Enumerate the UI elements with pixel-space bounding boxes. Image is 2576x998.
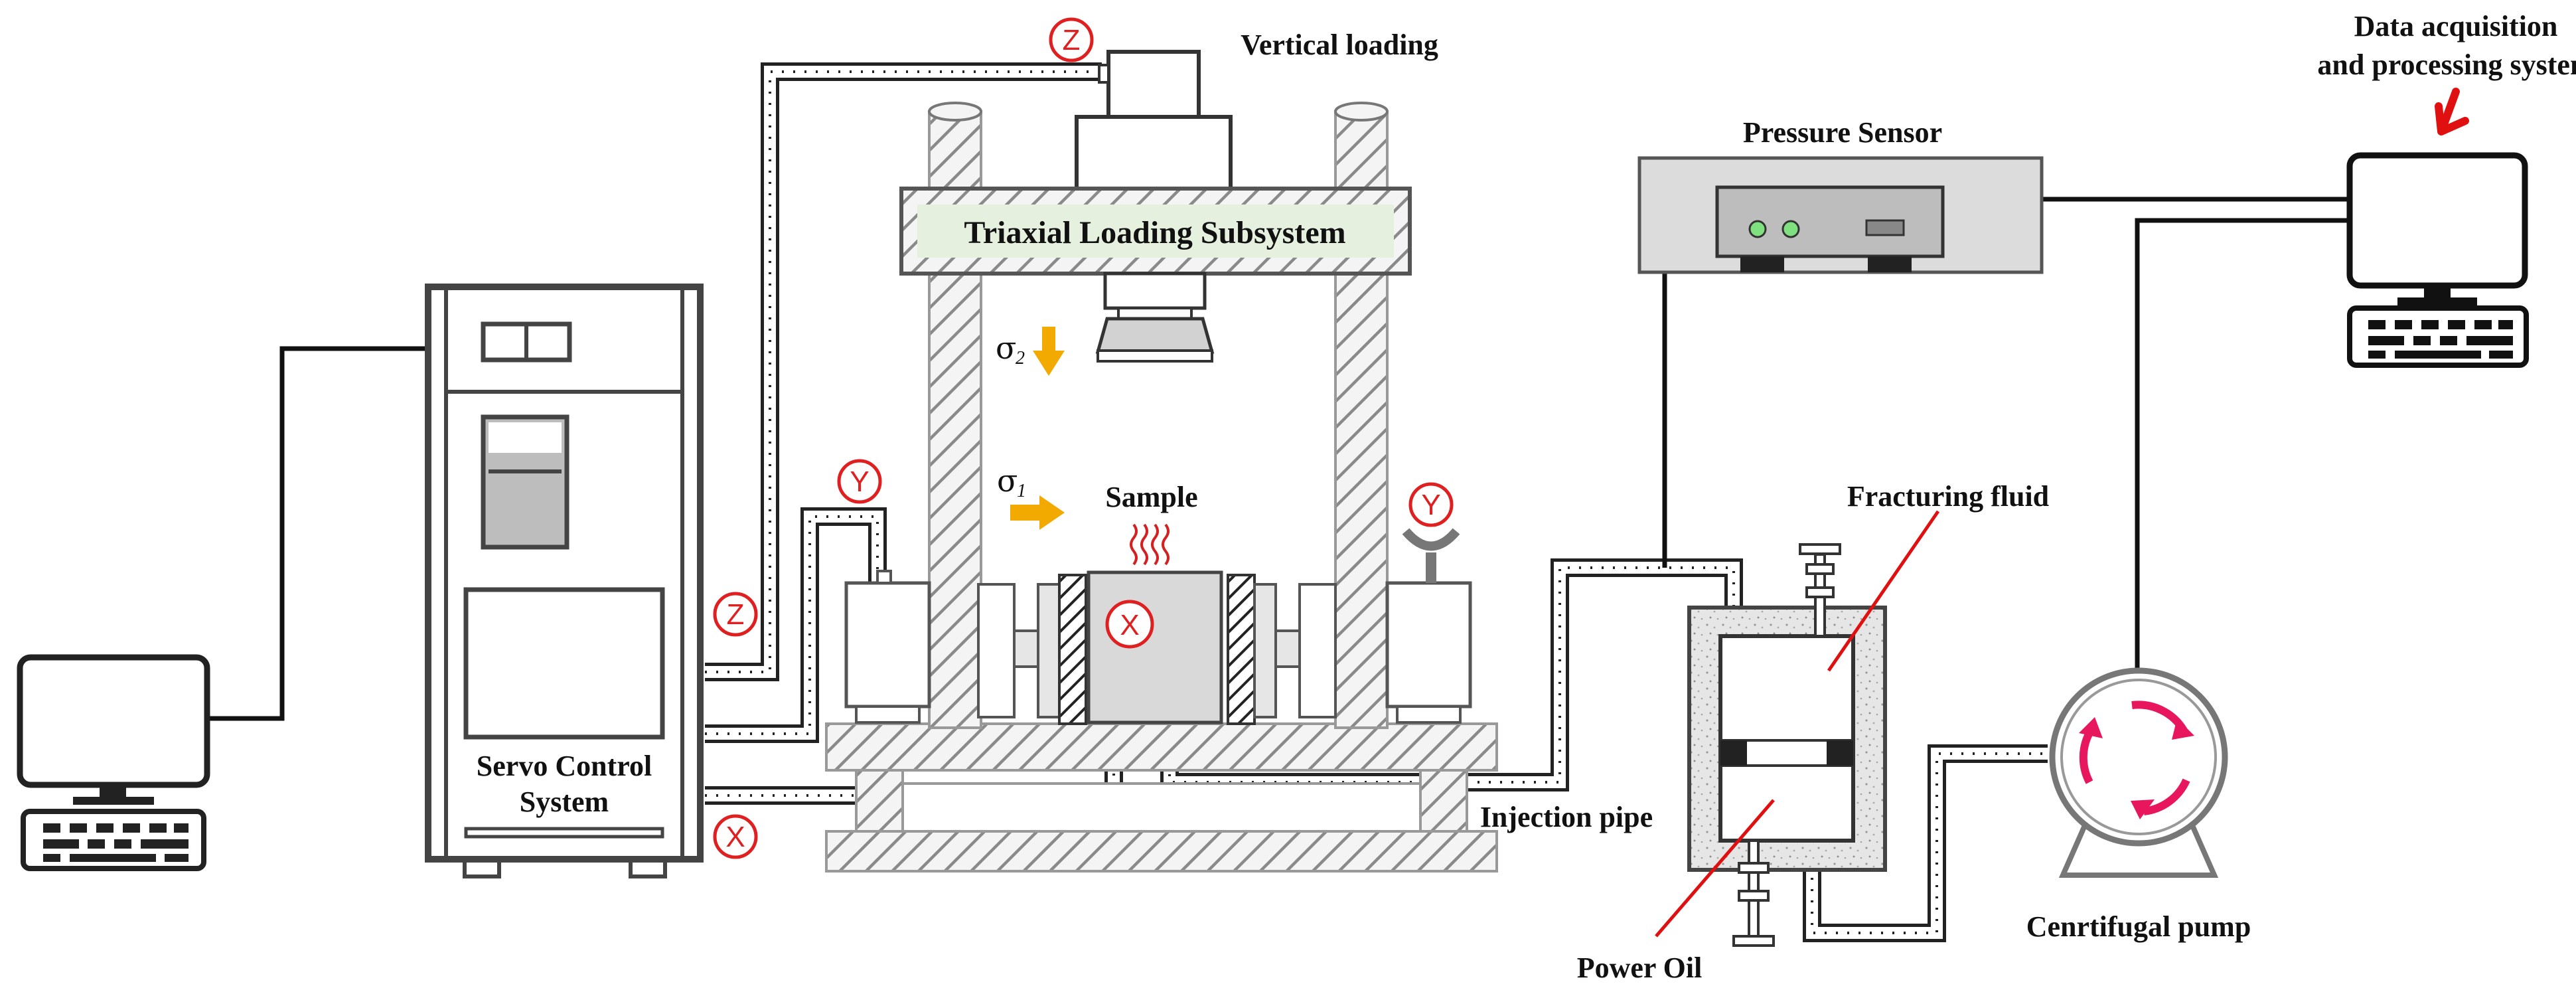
servo-label-line2: System (520, 786, 609, 818)
sigma-2-subscript: 2 (1016, 348, 1025, 369)
sample-block (1087, 570, 1223, 724)
svg-text:X: X (725, 821, 745, 853)
indicator-led-1 (1748, 220, 1767, 238)
pressure-sensor: Pressure Sensor (1637, 116, 2044, 274)
left-y-actuator (844, 581, 931, 708)
left-keyboard (21, 809, 206, 871)
sigma-2-indicator: σ 2 (996, 327, 1065, 376)
svg-text:Z: Z (727, 598, 745, 631)
sigma-1-subscript: 1 (1017, 481, 1026, 501)
triaxial-label: Triaxial Loading Subsystem (964, 215, 1345, 250)
vertical-actuator-body (1075, 115, 1233, 191)
sigma-2-arrow-icon (1033, 327, 1065, 376)
base-plate-upper (825, 722, 1498, 772)
triaxial-frame: Triaxial Loading Subsystem Sample (825, 50, 1498, 873)
pump-label: Cenrtifugal pump (2026, 910, 2251, 943)
sigma-1-indicator: σ 1 (997, 463, 1065, 530)
daq-monitor (2346, 152, 2528, 289)
left-monitor (17, 654, 210, 788)
tag-z-top: Z (1049, 17, 1094, 62)
fracturing-fluid-cylinder: Fracturing fluid Power Oil (1577, 480, 2049, 984)
pointer-arrow-icon (2435, 88, 2469, 135)
daq-label-line2: and processing system (2317, 48, 2576, 81)
centrifugal-pump: Cenrtifugal pump (2026, 667, 2251, 943)
fracturing-fluid-label: Fracturing fluid (1847, 480, 2049, 513)
base-plate-lower (825, 830, 1498, 873)
tag-z-left: Z (713, 592, 758, 637)
servo-label-line1: Servo Control (477, 750, 652, 782)
sigma-1-symbol: σ (997, 463, 1018, 499)
pressure-sensor-label: Pressure Sensor (1743, 116, 1942, 149)
sigma-2-symbol: σ (996, 330, 1016, 366)
tag-y-left: Y (837, 459, 882, 504)
svg-text:Y: Y (850, 465, 869, 498)
signal-wires (207, 197, 2350, 721)
axis-tags: Z Z Y Y X X (713, 17, 1454, 859)
daq-computer: Data acquisition and processing system (2317, 10, 2576, 368)
right-y-actuator (1385, 581, 1472, 708)
tag-x-bottom: X (713, 814, 758, 859)
left-spacer-block (977, 583, 1016, 718)
sample-label: Sample (1105, 481, 1197, 513)
right-hatched-platen (1227, 574, 1256, 725)
wire-pump-to-daq (2135, 218, 2350, 679)
svg-text:Z: Z (1063, 24, 1081, 56)
servo-control-cabinet: Servo Control System (425, 284, 704, 878)
svg-text:X: X (1120, 609, 1139, 641)
left-computer (17, 654, 210, 871)
power-oil-label: Power Oil (1577, 952, 1703, 984)
vertical-loading-label: Vertical loading (1241, 29, 1438, 61)
sigma-1-arrow-icon (1010, 495, 1065, 530)
daq-label-line1: Data acquisition (2354, 10, 2558, 42)
daq-keyboard (2347, 305, 2529, 368)
tag-y-right: Y (1408, 482, 1454, 527)
heat-waves-icon (1130, 523, 1170, 566)
indicator-led-2 (1781, 220, 1800, 238)
left-hatched-platen (1058, 574, 1087, 725)
wire-left-computer (207, 346, 428, 721)
svg-text:Y: Y (1421, 489, 1440, 521)
tag-x-sample: X (1105, 600, 1154, 649)
vertical-actuator-top (1106, 50, 1201, 119)
injection-pipe-label: Injection pipe (1480, 801, 1653, 833)
